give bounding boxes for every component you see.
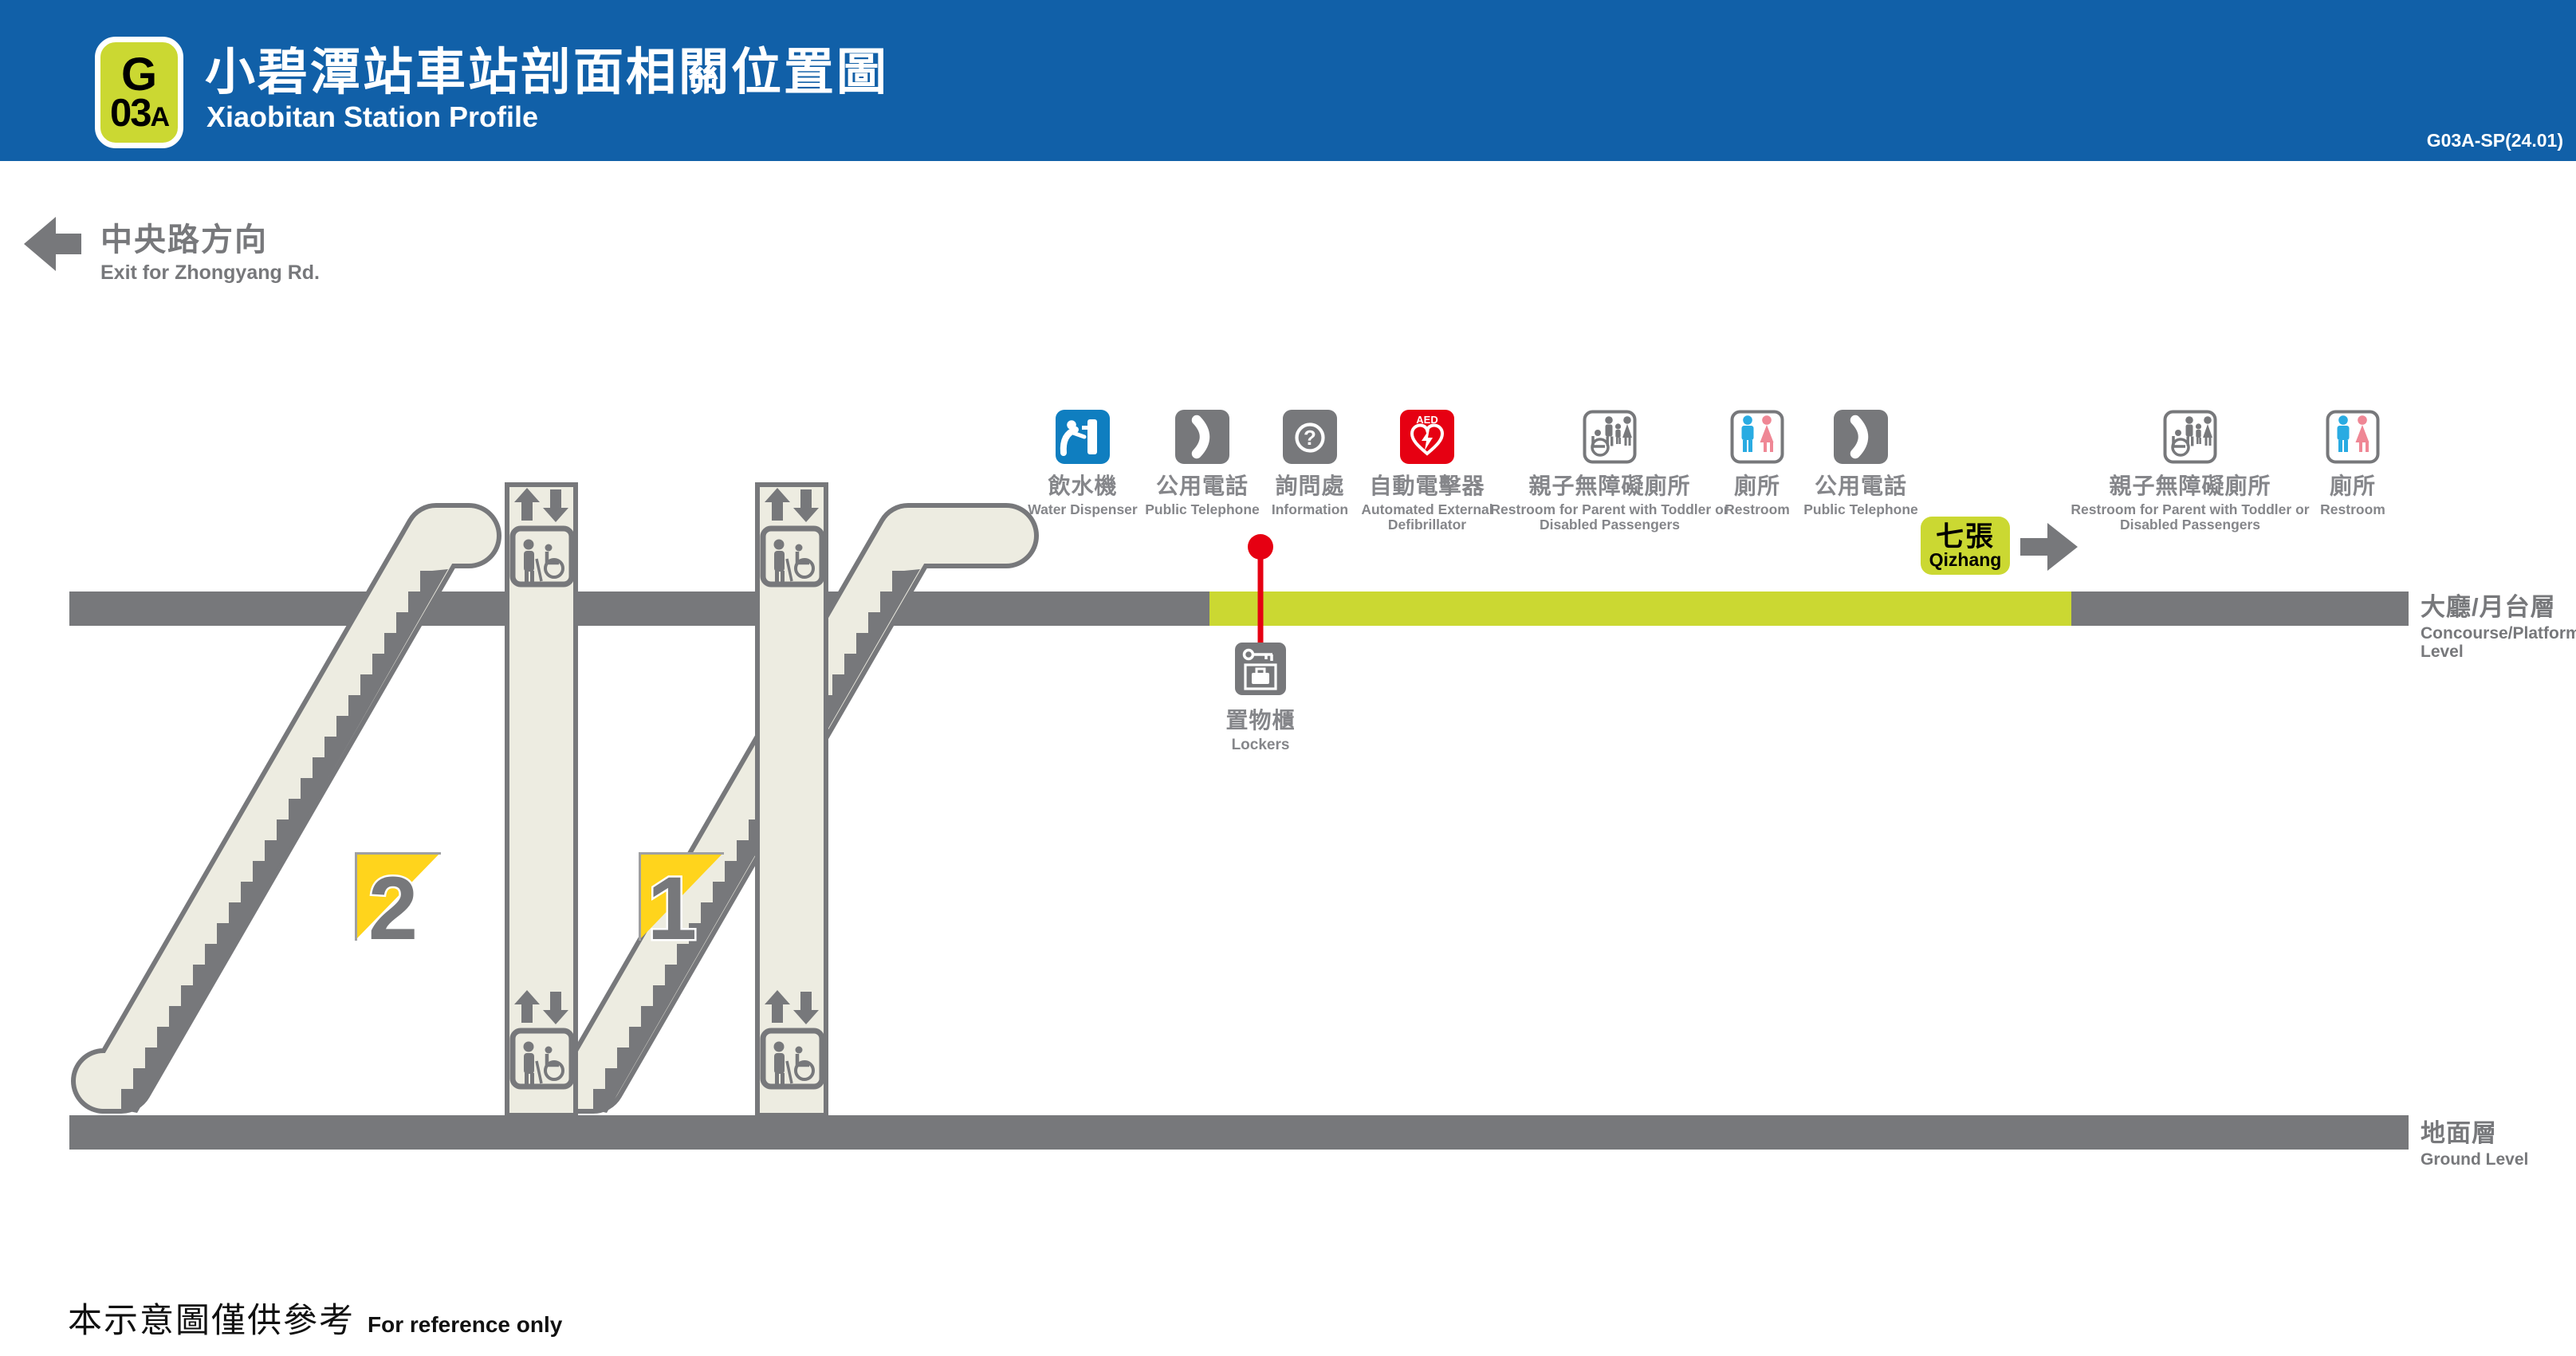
page-subtitle: Xiaobitan Station Profile: [206, 100, 539, 133]
legend-family-restroom-2: 親子無障礙廁所 Restroom for Parent with Toddler…: [2071, 410, 2310, 533]
lockers-en: Lockers: [1231, 737, 1290, 753]
information-icon: ?: [1283, 410, 1337, 464]
right-arrow-icon: [2020, 523, 2078, 571]
legend-information: ? 詢問處 Information: [1242, 410, 1378, 517]
restroom-icon: [1730, 410, 1784, 464]
lockers-zh: 置物櫃: [1225, 708, 1296, 733]
lockers-block: 置物櫃 Lockers: [1181, 643, 1340, 754]
platform-segment: [1209, 592, 2071, 626]
svg-text:?: ?: [1304, 426, 1316, 450]
ground-slab: [69, 1115, 2409, 1150]
platform-number-2: 2: [368, 859, 418, 958]
exit-direction: 中央路方向 Exit for Zhongyang Rd.: [22, 214, 320, 285]
lockers-icon: [1235, 643, 1286, 695]
escalator-1: [71, 503, 501, 1114]
next-station-en: Qizhang: [1929, 548, 2002, 570]
escalator-steps: [121, 569, 448, 1113]
legend-public-telephone-2: 公用電話 Public Telephone: [1776, 410, 1945, 517]
public-telephone-icon: [1834, 410, 1888, 464]
legend-restroom-2: 廁所 Restroom: [2289, 410, 2417, 517]
platform-flag-1: 1: [639, 852, 724, 961]
ground-level-label: 地面層 Ground Level: [2421, 1119, 2529, 1169]
restroom-icon: [2326, 410, 2380, 464]
doc-code: G03A-SP(24.01): [2426, 130, 2563, 151]
legend-public-telephone-1: 公用電話 Public Telephone: [1118, 410, 1287, 517]
legend-aed: AED 自動電擊器 Automated External Defibrillat…: [1331, 410, 1523, 533]
platform-number-1: 1: [647, 859, 697, 958]
footnote-zh: 本示意圖僅供參考: [68, 1302, 355, 1340]
svg-text:AED: AED: [1416, 414, 1437, 426]
footnote-en: For reference only: [368, 1312, 563, 1337]
locker-pin: [1248, 534, 1273, 644]
water-dispenser-icon: [1056, 410, 1110, 464]
legend-water-dispenser: 飲水機 Water Dispenser: [1003, 410, 1162, 517]
page-title: 小碧潭站車站剖面相關位置圖: [205, 45, 889, 100]
next-station-badge: 七張 Qizhang: [1921, 517, 2010, 575]
legend-restroom-1: 廁所 Restroom: [1693, 410, 1821, 517]
family-accessible-restroom-icon: [2163, 410, 2217, 464]
next-station-zh: 七張: [1935, 521, 1995, 552]
exit-direction-zh: 中央路方向: [100, 222, 268, 257]
family-accessible-restroom-icon: [1583, 410, 1637, 464]
public-telephone-icon: [1175, 410, 1229, 464]
station-code-badge: G 03A: [95, 37, 183, 148]
header-bar: G 03A 小碧潭站車站剖面相關位置圖 Xiaobitan Station Pr…: [0, 0, 2576, 161]
aed-icon: AED: [1400, 410, 1454, 464]
left-arrow-icon: [24, 217, 81, 271]
station-number: 03A: [109, 92, 170, 136]
platform-flag-2: 2: [355, 852, 441, 961]
exit-direction-en: Exit for Zhongyang Rd.: [100, 261, 320, 284]
footnote: 本示意圖僅供參考 For reference only: [68, 1293, 562, 1342]
line-code: G: [120, 48, 158, 100]
legend-family-restroom-1: 親子無障礙廁所 Restroom for Parent with Toddler…: [1490, 410, 1729, 533]
